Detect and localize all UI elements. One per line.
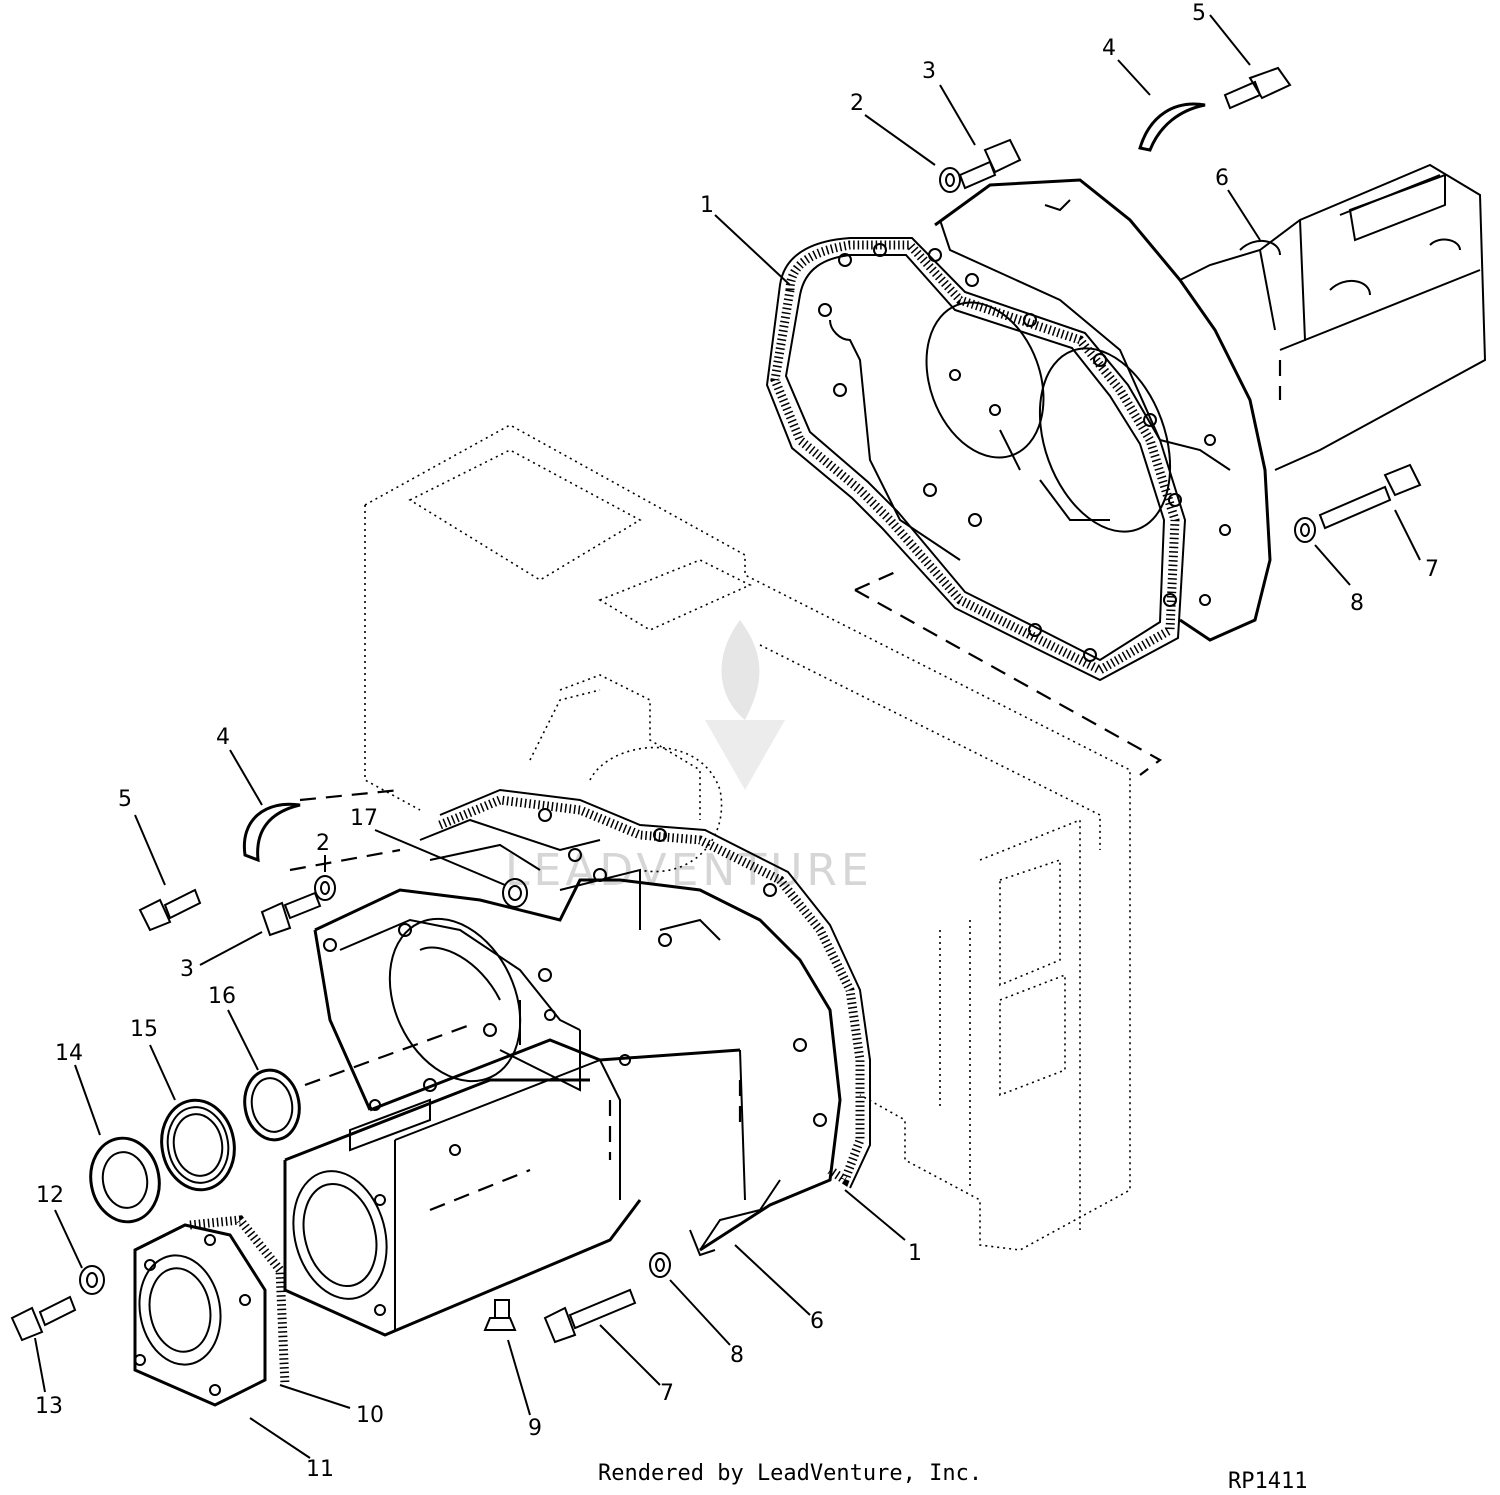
callout-bot-11: 11 — [306, 1457, 334, 1482]
callout-bot-15: 15 — [130, 1017, 158, 1042]
figure-id: RP1411 — [1228, 1469, 1307, 1494]
callout-bot-12: 12 — [36, 1183, 64, 1208]
callout-top-2: 2 — [850, 91, 864, 116]
lock-washer-8-bottom — [649, 1252, 671, 1278]
long-cap-screw-top — [1318, 463, 1422, 530]
callout-top-6: 6 — [1215, 166, 1229, 191]
rear-housing-bottom — [283, 788, 871, 1337]
cap-screw-13 — [10, 1295, 77, 1342]
lock-washer-2-bottom — [314, 875, 336, 901]
clip-top — [1138, 102, 1206, 152]
bearing-cover-11 — [133, 1223, 267, 1407]
cap-screw-5-top — [1223, 66, 1292, 110]
callout-bot-1: 1 — [908, 1241, 922, 1266]
alignment-lines — [289, 568, 1163, 1087]
callout-bot-8: 8 — [730, 1343, 744, 1368]
callout-bot-2: 2 — [316, 831, 330, 856]
top-fasteners — [939, 66, 1422, 543]
callout-bot-13: 13 — [35, 1394, 63, 1419]
bottom-fasteners — [10, 802, 671, 1407]
callout-top-8: 8 — [1350, 591, 1364, 616]
callout-top-4: 4 — [1102, 36, 1116, 61]
callout-top-3: 3 — [922, 59, 936, 84]
callout-bot-17: 17 — [350, 806, 378, 831]
lock-washer-12 — [79, 1265, 105, 1295]
callout-top-5: 5 — [1192, 1, 1206, 26]
callout-bot-7: 7 — [660, 1381, 674, 1406]
watermark: LEADVENTURE — [505, 620, 869, 896]
lock-washer-8-top — [1294, 517, 1316, 543]
lock-washer-top — [939, 167, 961, 193]
rear-housing-top — [765, 163, 1487, 682]
cap-screw-top — [958, 138, 1022, 190]
callout-bot-4: 4 — [216, 725, 230, 750]
render-credit: Rendered by LeadVenture, Inc. — [598, 1461, 982, 1486]
callout-top-1: 1 — [700, 193, 714, 218]
callout-bot-3: 3 — [180, 957, 194, 982]
cap-screw-5-bottom — [138, 888, 202, 932]
callout-labels: 1 2 3 4 5 6 7 8 4 5 2 17 3 16 15 14 12 1… — [35, 1, 1439, 1482]
callout-bot-14: 14 — [55, 1041, 83, 1066]
plug-9 — [483, 1299, 517, 1331]
clip-bottom — [242, 802, 301, 863]
oil-seal-14 — [89, 1136, 161, 1224]
callout-bot-6: 6 — [810, 1309, 824, 1334]
plug-17 — [502, 878, 528, 908]
callout-top-7: 7 — [1425, 557, 1439, 582]
bearing-15 — [160, 1098, 236, 1192]
long-cap-screw-7-bottom — [543, 1288, 637, 1344]
gasket-10 — [189, 1215, 290, 1386]
cap-screw-3-bottom — [260, 891, 322, 937]
leader-lines — [34, 14, 1421, 1459]
callout-bot-9: 9 — [528, 1416, 542, 1441]
callout-bot-10: 10 — [356, 1403, 384, 1428]
seal-ring-16 — [243, 1068, 301, 1142]
callout-bot-5: 5 — [118, 787, 132, 812]
callout-bot-16: 16 — [208, 984, 236, 1009]
engine-block-phantom — [364, 424, 1131, 1251]
